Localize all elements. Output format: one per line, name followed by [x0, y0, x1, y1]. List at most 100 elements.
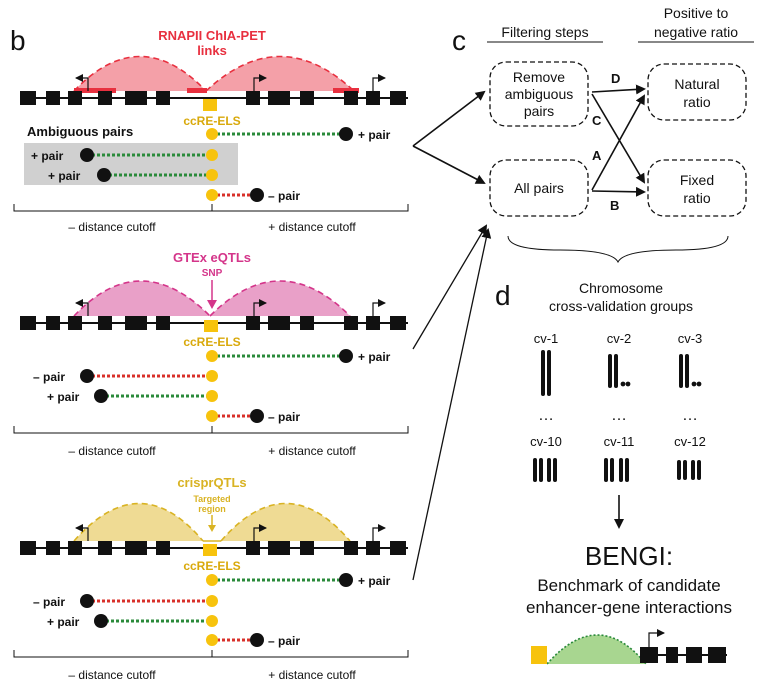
chiapet-link-right [205, 55, 355, 92]
gene-endpoint [250, 409, 264, 423]
exon [20, 91, 36, 105]
chromosome-icon [677, 460, 701, 480]
crispr-link-left-fill [74, 503, 203, 541]
tss-arrow-icon [372, 524, 386, 541]
exon [268, 91, 290, 105]
exon [300, 316, 314, 330]
bengi-subtitle-line2: enhancer-gene interactions [526, 598, 732, 617]
ccre-dot [206, 634, 218, 646]
cv-group-label: cv-1 [534, 331, 559, 346]
gene-endpoint [339, 127, 353, 141]
pair-label: + pair [358, 350, 391, 364]
exon [666, 647, 678, 663]
ccre-dot [206, 350, 218, 362]
distance-bracket [13, 204, 409, 212]
arrow-gtex-to-all-pairs [412, 224, 488, 350]
arrow-c-label: C [592, 113, 602, 128]
exon [68, 316, 82, 330]
chiapet-link-left-fill [74, 56, 206, 91]
cv-group-label: cv-2 [607, 331, 632, 346]
exon [46, 91, 60, 105]
exon [98, 541, 112, 555]
ccre-dot [206, 189, 218, 201]
filtering-steps-header: Filtering steps [501, 24, 588, 40]
chiapet-anchor [74, 88, 116, 93]
gtex-section: GTEx eQTLs SNP ccRE-ELS [13, 250, 409, 458]
eqtl-link-right [209, 280, 351, 317]
natural-line2: ratio [683, 94, 710, 110]
chromosome-icon [533, 458, 557, 482]
chiapet-anchor [187, 88, 207, 93]
gene-endpoint [250, 633, 264, 647]
ccre-dot [206, 149, 218, 161]
remove-line1: Remove [513, 69, 565, 85]
cv-group-label: cv-11 [604, 434, 635, 449]
pair-label: + pair [47, 390, 80, 404]
bengi-ccre-box [531, 646, 547, 664]
left-cutoff-label: – distance cutoff [68, 444, 156, 458]
exon [98, 91, 112, 105]
exon [268, 541, 290, 555]
remove-ambiguous-box [489, 61, 589, 127]
arrow-d-label: D [611, 71, 620, 86]
ccre-dot [206, 128, 218, 140]
ratio-header-line1: Positive to [664, 5, 729, 21]
arrow-to-remove [412, 90, 486, 147]
panel-c-label: c [452, 25, 466, 56]
ccre-els-label: ccRE-ELS [183, 114, 240, 128]
snp-label: SNP [202, 268, 223, 279]
right-cutoff-label: + distance cutoff [268, 668, 356, 682]
exon [300, 91, 314, 105]
gene-endpoint [80, 369, 94, 383]
pair-label: + pair [47, 615, 80, 629]
exon [125, 91, 147, 105]
gene-track [20, 74, 408, 105]
gene-endpoint [80, 148, 94, 162]
tss-arrow-icon [648, 629, 665, 647]
tss-arrow-icon [253, 524, 267, 541]
exon [640, 647, 658, 663]
chiapet-link-left [73, 55, 207, 92]
bengi-subtitle-line1: Benchmark of candidate [537, 576, 720, 595]
ambiguous-pairs-box [24, 143, 238, 185]
crispr-section: crisprQTLs Targeted region [13, 475, 409, 682]
exon [46, 316, 60, 330]
exon [68, 91, 82, 105]
cv-group-label: cv-3 [678, 331, 703, 346]
exon [390, 91, 406, 105]
arrow-c [591, 93, 646, 184]
targeted-region-label-2: region [198, 504, 226, 514]
fixed-ratio-box [647, 159, 747, 217]
ccre-els-label: ccRE-ELS [183, 559, 240, 573]
gene-endpoint [339, 573, 353, 587]
arrow-b-label: B [610, 198, 619, 213]
ellipsis: … [538, 407, 554, 424]
gtex-title: GTEx eQTLs [173, 250, 251, 265]
panel-c: Filtering steps Positive to negative rat… [487, 5, 754, 264]
chiapet-title: RNAPII ChIA-PET [158, 28, 266, 43]
all-pairs-box [489, 159, 589, 217]
chiapet-anchor [333, 88, 359, 93]
exon [246, 541, 260, 555]
exon [20, 316, 36, 330]
tss-arrow-icon [75, 74, 89, 91]
bengi-title: BENGI: [585, 541, 673, 571]
exon [708, 647, 726, 663]
pair-label: + pair [31, 149, 64, 163]
tss-arrow-icon [253, 299, 267, 316]
ccre-els-box [203, 99, 217, 111]
exon [156, 91, 170, 105]
right-cutoff-label: + distance cutoff [268, 220, 356, 234]
crispr-link-right-fill [221, 503, 350, 541]
crispr-title: crisprQTLs [177, 475, 246, 490]
remove-line2: ambiguous [505, 86, 574, 102]
ccre-dot [206, 615, 218, 627]
exon [98, 316, 112, 330]
exon [390, 316, 406, 330]
ccre-els-box [204, 320, 218, 332]
chromosome-icon [679, 354, 702, 388]
exon [344, 541, 358, 555]
tss-arrow-icon [372, 299, 386, 316]
chromosome-icon [608, 354, 631, 388]
